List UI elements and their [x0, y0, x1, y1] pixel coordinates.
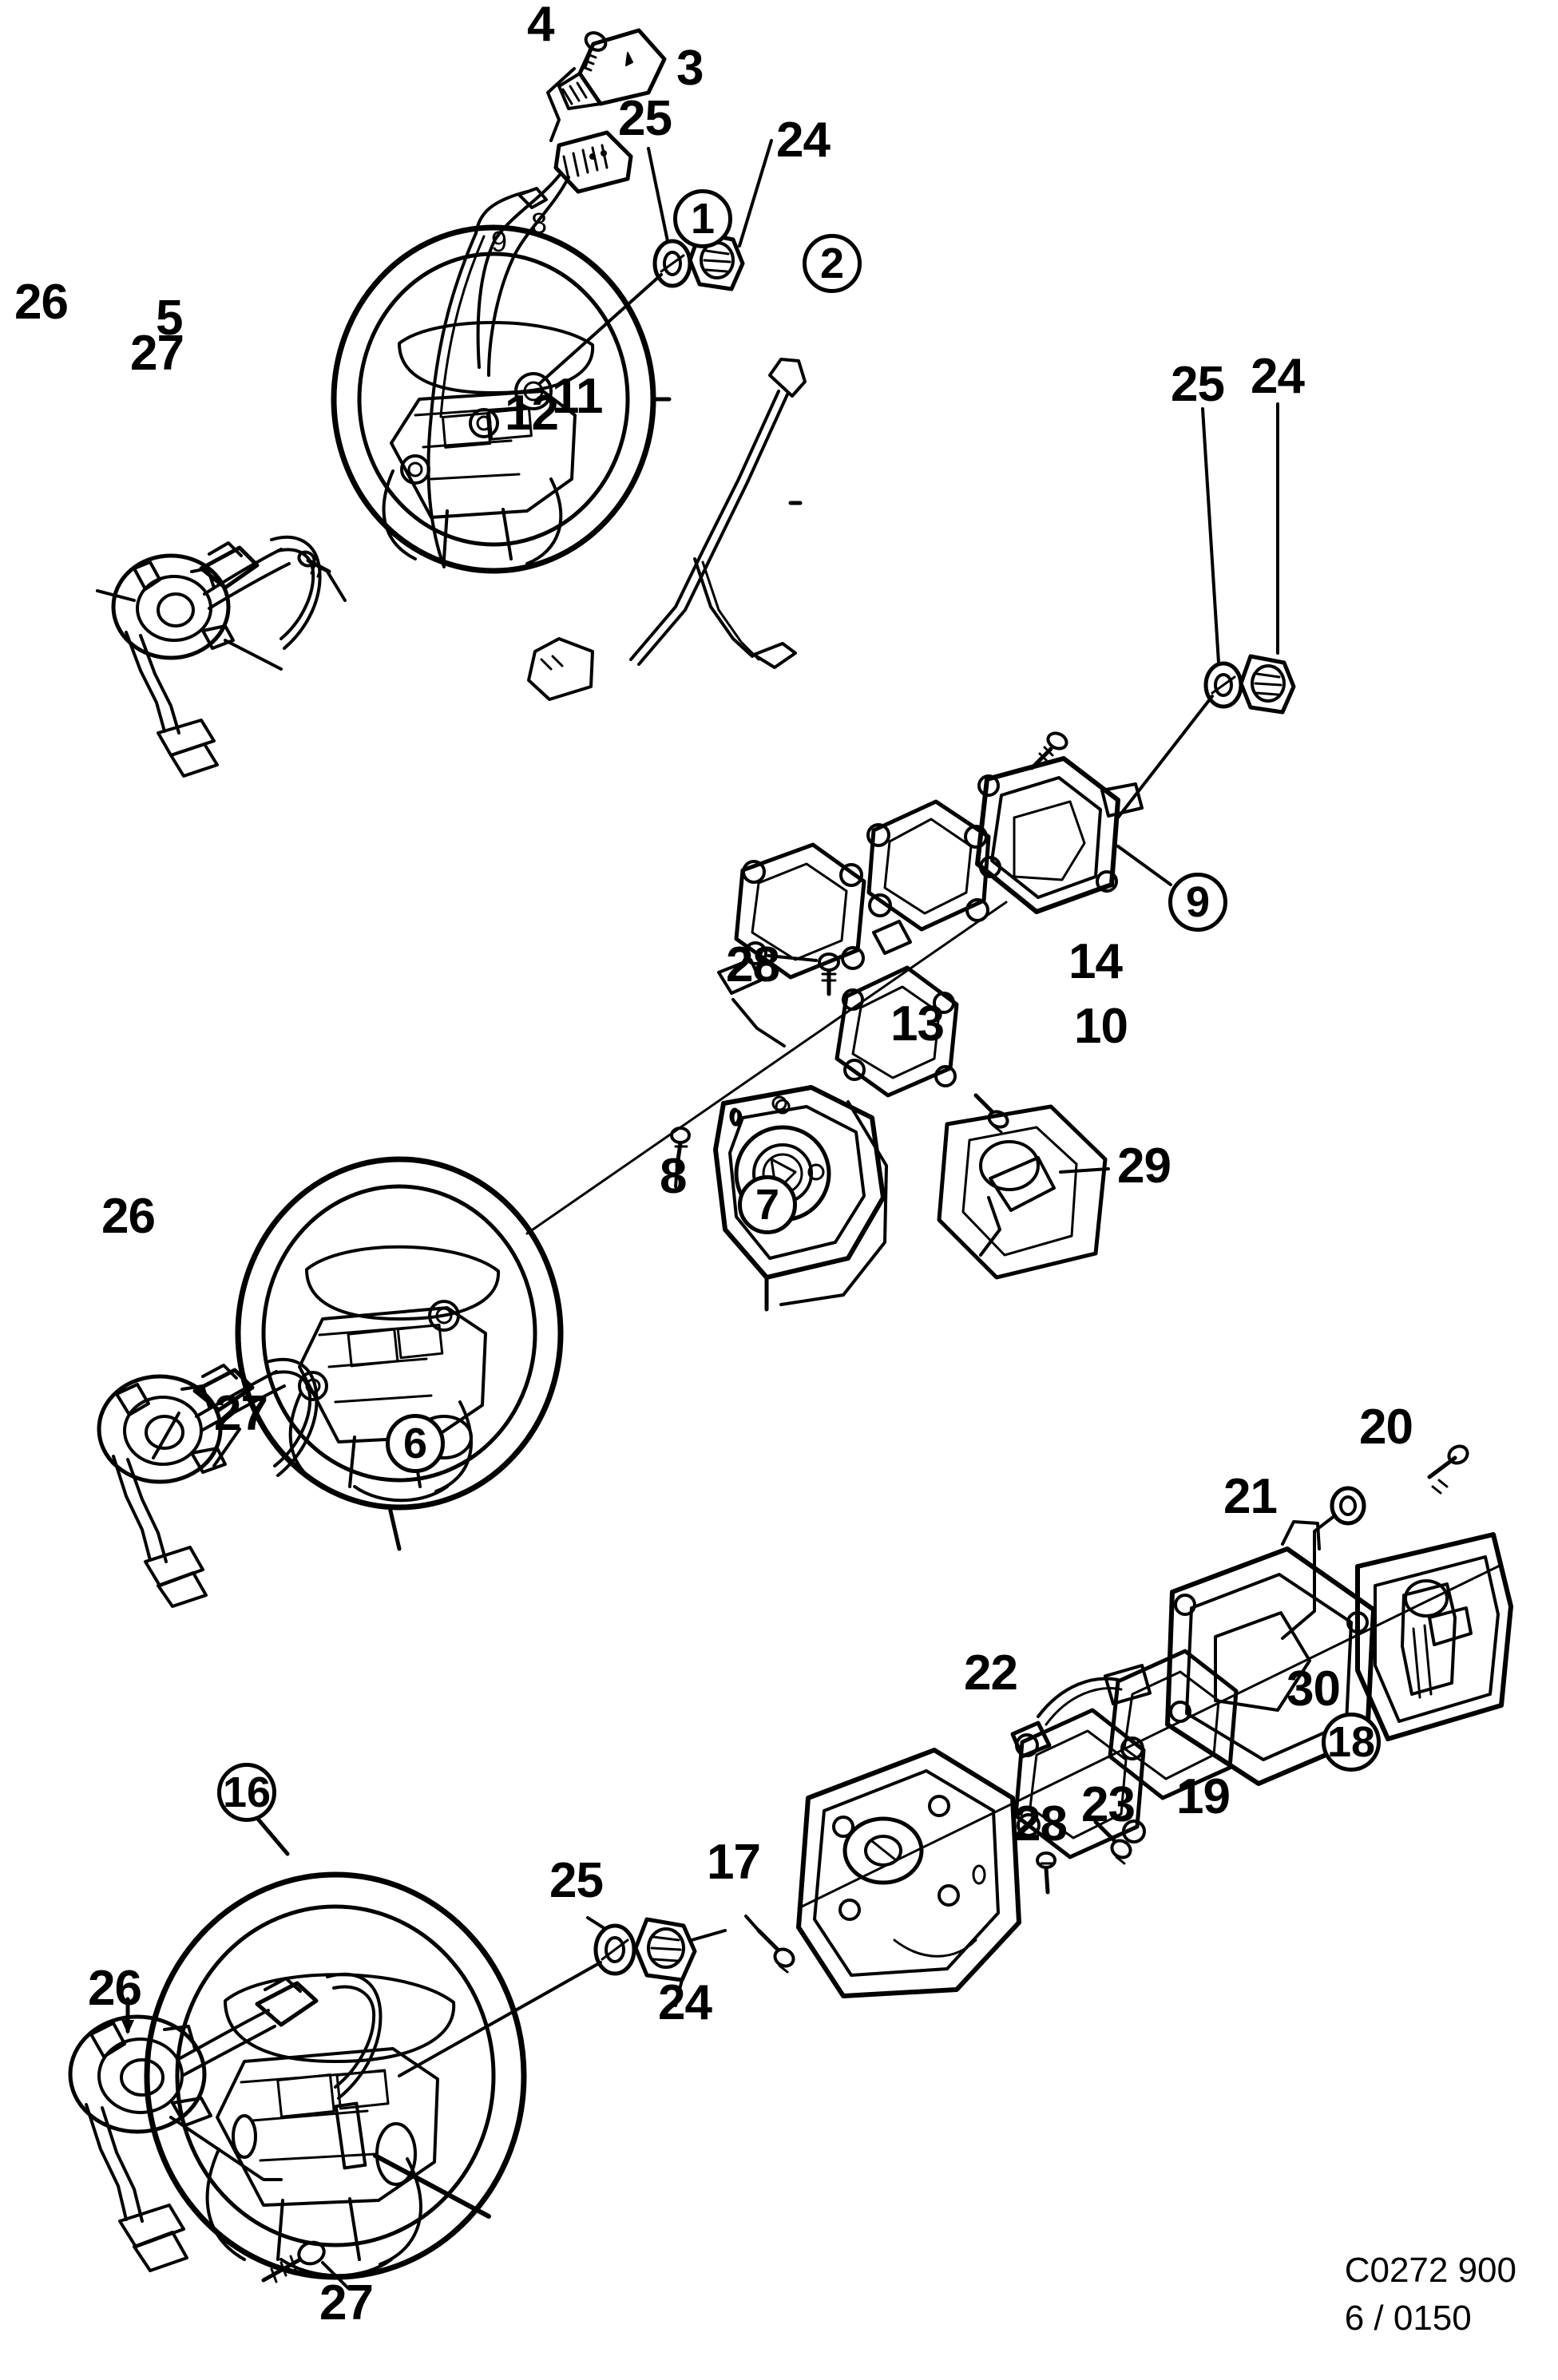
document-code: C0272 900 [1344, 2251, 1516, 2291]
callout-25: 25 [1171, 357, 1225, 412]
callout-24: 24 [658, 1975, 712, 2030]
callout-26: 26 [14, 275, 69, 330]
callout-8: 8 [660, 1149, 687, 1204]
callout-10: 10 [1074, 999, 1128, 1054]
callout-21: 21 [1223, 1469, 1278, 1524]
callout-5: 5 [156, 291, 183, 346]
callout-25: 25 [549, 1853, 604, 1908]
callout-14: 14 [1068, 934, 1123, 989]
callout-20: 20 [1359, 1400, 1413, 1455]
callout-11: 11 [552, 369, 604, 424]
callout-19: 19 [1176, 1769, 1231, 1824]
callout-26: 26 [88, 1961, 142, 2016]
callout-circled-7: 7 [738, 1175, 797, 1234]
callout-22: 22 [964, 1645, 1018, 1701]
callout-3: 3 [676, 41, 704, 96]
callout-27: 27 [130, 326, 184, 381]
callout-23: 23 [1081, 1777, 1136, 1832]
callout-circled-6: 6 [386, 1414, 445, 1473]
callout-26: 26 [101, 1189, 156, 1244]
callout-circled-9: 9 [1168, 873, 1227, 932]
callout-circled-2: 2 [803, 234, 862, 293]
callout-25: 25 [618, 91, 672, 146]
page-number: 6 / 0150 [1344, 2298, 1472, 2338]
callout-28: 28 [1013, 1796, 1068, 1851]
callout-28: 28 [726, 937, 780, 992]
document-footer: C0272 900 6 / 0150 [1345, 2247, 1516, 2342]
callout-4: 4 [527, 0, 554, 52]
callout-circled-1: 1 [673, 189, 732, 248]
callout-13: 13 [890, 996, 945, 1051]
callout-27: 27 [214, 1386, 268, 1441]
callout-9: 9 [491, 225, 508, 258]
callout-24: 24 [1251, 349, 1305, 404]
callout-30: 30 [1286, 1661, 1341, 1717]
callout-29: 29 [1117, 1139, 1171, 1194]
callout-27: 27 [319, 2275, 374, 2330]
callout-12: 12 [505, 386, 559, 441]
callout-24: 24 [776, 113, 831, 168]
callout-circled-16: 16 [217, 1763, 276, 1822]
callout-circled-18: 18 [1322, 1713, 1381, 1772]
callout-8: 8 [531, 207, 548, 240]
callout-17: 17 [707, 1835, 761, 1890]
